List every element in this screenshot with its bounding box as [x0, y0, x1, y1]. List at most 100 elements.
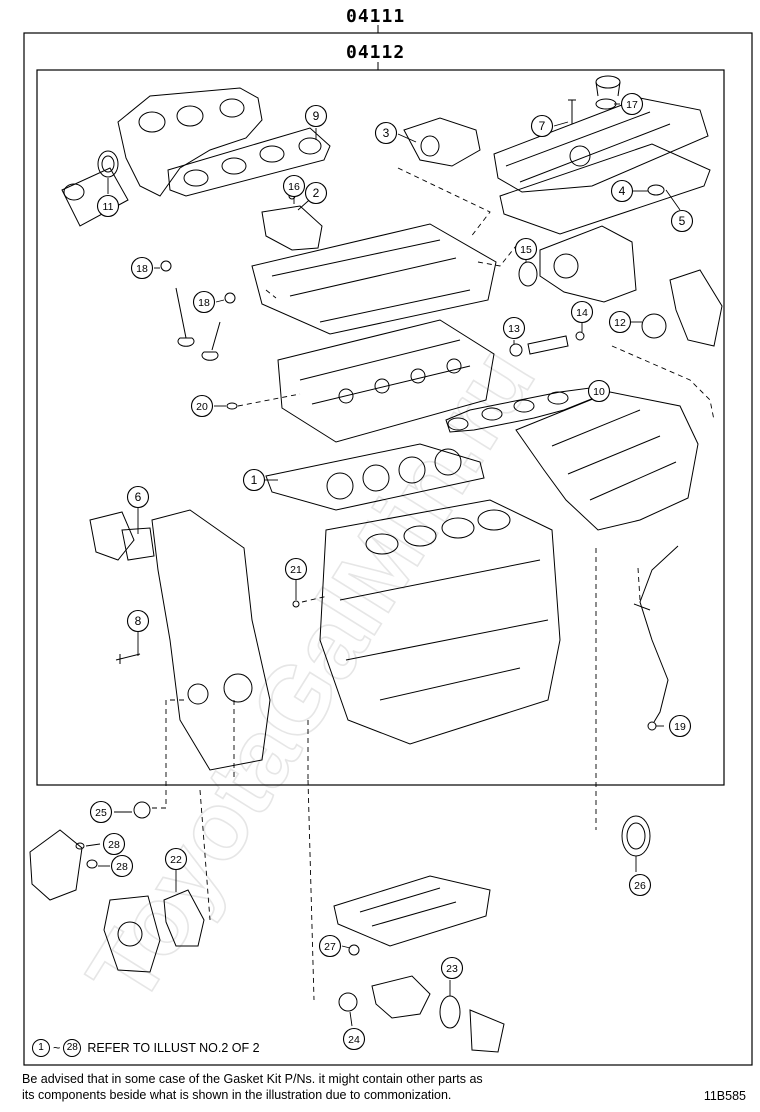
- callout-c15: 15: [514, 237, 538, 261]
- refer-note-text: REFER TO ILLUST NO.2 OF 2: [87, 1041, 260, 1055]
- callout-number: 12: [614, 317, 626, 329]
- callout-circle: [608, 310, 632, 334]
- footer-note: Be advised that in some case of the Gask…: [22, 1071, 622, 1103]
- callout-number: 2: [313, 186, 320, 200]
- callout-circle: [318, 934, 342, 958]
- callout-circle: [374, 121, 398, 145]
- callout-number: 8: [135, 614, 142, 628]
- callout-c19: 19: [668, 714, 692, 738]
- callout-c21: 21: [284, 557, 308, 581]
- water-pump-gasket: [163, 889, 205, 947]
- callout-circle: [242, 468, 266, 492]
- callout-circle: [570, 300, 594, 324]
- oil-seal-ring-12: [641, 313, 667, 339]
- callout-number: 3: [383, 126, 390, 140]
- callout-number: 28: [108, 839, 120, 851]
- timing-cover: [151, 509, 271, 771]
- callout-number: 11: [103, 201, 114, 213]
- callout-number: 17: [626, 99, 638, 111]
- callout-circle: [502, 316, 526, 340]
- callout-circle: [587, 379, 611, 403]
- callout-circle: [282, 174, 306, 198]
- callout-c16: 16: [282, 174, 306, 198]
- callout-number: 22: [170, 854, 182, 866]
- callout-circle: [304, 104, 328, 128]
- callout-number: 18: [198, 297, 210, 309]
- callout-c4: 4: [610, 179, 634, 203]
- callout-c17: 17: [620, 92, 644, 116]
- callout-number: 25: [95, 807, 107, 819]
- callout-number: 26: [634, 880, 646, 892]
- callout-number: 23: [446, 963, 458, 975]
- callout-number: 24: [348, 1034, 360, 1046]
- callout-c10: 10: [587, 379, 611, 403]
- callout-c6: 6: [126, 485, 150, 509]
- callout-number: 18: [136, 263, 148, 275]
- kit-code-04111: 04111: [346, 6, 406, 27]
- callout-number: 16: [288, 181, 300, 193]
- callout-c18a: 18: [130, 256, 154, 280]
- callout-circle: [304, 181, 328, 205]
- footer-line-2: its components beside what is shown in t…: [22, 1088, 452, 1102]
- callout-circle: [110, 854, 134, 878]
- callout-c13: 13: [502, 316, 526, 340]
- callout-c7: 7: [530, 114, 554, 138]
- oil-dipstick-guide: [639, 545, 679, 723]
- cylinder-head-cover: [493, 97, 709, 193]
- callout-c28a: 28: [102, 832, 126, 856]
- callout-circle: [530, 114, 554, 138]
- callout-number: 13: [508, 323, 520, 335]
- callout-circle: [126, 609, 150, 633]
- callout-number: 27: [324, 941, 336, 953]
- exhaust-manifold-gasket: [167, 127, 331, 197]
- callout-circle: [620, 92, 644, 116]
- callout-circle: [130, 256, 154, 280]
- callout-c2: 2: [304, 181, 328, 205]
- callout-c24: 24: [342, 1027, 366, 1051]
- callout-c9: 9: [304, 104, 328, 128]
- intake-manifold: [515, 391, 699, 531]
- callout-c18b: 18: [192, 290, 216, 314]
- kit-code-04112: 04112: [346, 42, 406, 63]
- cylinder-block: [319, 499, 561, 745]
- callout-c27: 27: [318, 934, 342, 958]
- callout-number: 10: [593, 386, 605, 398]
- callout-circle: [192, 290, 216, 314]
- callout-number: 9: [313, 109, 320, 123]
- refer-tilde: ~: [53, 1041, 61, 1055]
- callout-circle: [190, 394, 214, 418]
- callout-circle: [342, 1027, 366, 1051]
- callout-c3: 3: [374, 121, 398, 145]
- callout-circle: [670, 209, 694, 233]
- callout-circle: [628, 873, 652, 897]
- cylinder-head: [277, 319, 495, 443]
- callout-number: 6: [135, 490, 142, 504]
- rear-oil-seal: [621, 815, 651, 857]
- callout-circle: [89, 800, 113, 824]
- callout-c14: 14: [570, 300, 594, 324]
- head-gasket: [265, 443, 485, 511]
- oil-pan: [333, 875, 491, 947]
- water-pump: [29, 829, 83, 901]
- callout-number: 21: [290, 564, 302, 576]
- callout-c20: 20: [190, 394, 214, 418]
- callout-c12: 12: [608, 310, 632, 334]
- callout-circle: [102, 832, 126, 856]
- callout-c28b: 28: [110, 854, 134, 878]
- refer-from-badge: 1: [32, 1039, 50, 1057]
- exhaust-manifold: [117, 87, 263, 197]
- callout-number: 14: [576, 307, 588, 319]
- callout-c25: 25: [89, 800, 113, 824]
- callout-circle: [126, 485, 150, 509]
- camshaft-housing: [251, 223, 497, 335]
- kit-04112-frame: [36, 69, 725, 786]
- head-cover-gasket: [499, 143, 711, 235]
- callout-number: 5: [679, 214, 686, 228]
- callout-circle: [96, 194, 120, 218]
- callout-circle: [284, 557, 308, 581]
- callout-number: 19: [674, 721, 686, 733]
- callout-circle: [514, 237, 538, 261]
- callout-c11: 11: [96, 194, 120, 218]
- callout-circle: [610, 179, 634, 203]
